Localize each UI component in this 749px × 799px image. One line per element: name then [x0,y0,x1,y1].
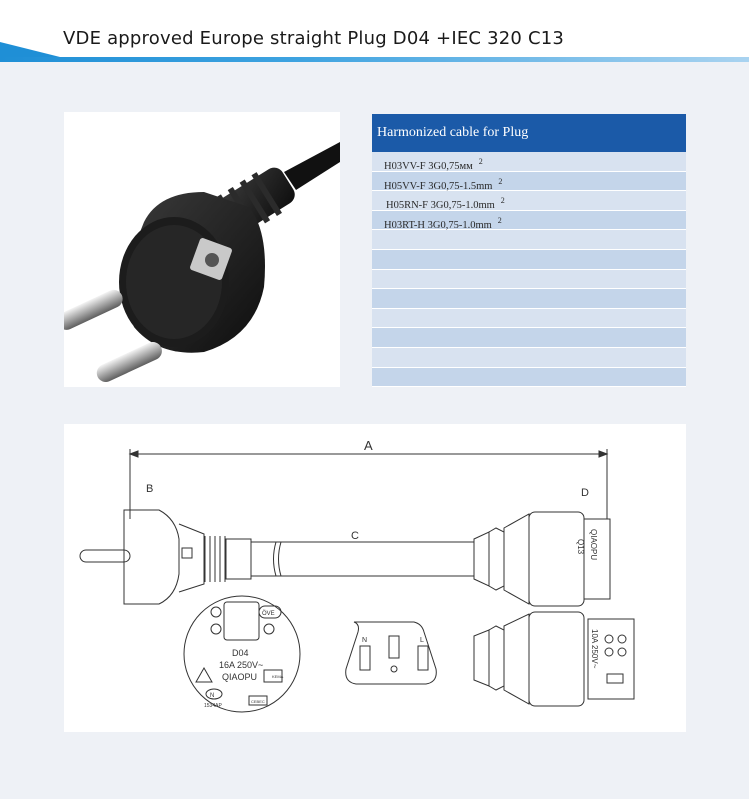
dimension-drawing: A B C D QIAOPU Q13 [79,438,635,713]
cable-spec: H05RN-F 3G0,75-1.0mm [386,200,495,212]
cable-spec-superscript: 2 [478,157,483,166]
plug-side-view [79,509,252,605]
table-row [372,367,686,388]
plug-rating: 16A 250V~ [219,660,263,670]
cable-spec: H03VV-F 3G0,75мм [384,161,473,172]
label-c: C [351,530,359,542]
page-header: VDE approved Europe straight Plug D04 +I… [0,0,749,62]
table-row [372,269,686,290]
table-row [372,289,686,309]
harmonized-cable-table: Harmonized cable for Plug H03VV-F 3G0,75… [372,114,686,388]
plug-model: D04 [232,648,249,658]
plug-brand: QIAOPU [222,672,257,682]
cable-spec-superscript: 2 [500,196,505,206]
connector-rating: 10A 250V~ [590,629,599,669]
table-row: H05VV-F 3G0,75-1.5mm 2 [372,171,686,192]
table-row [372,308,686,329]
table-row: H05RN-F 3G0,75-1.0mm 2 [372,191,686,211]
table-row [372,249,686,270]
connector-brand-side: QIAOPU [589,529,598,560]
label-d: D [581,487,589,499]
connector-side-view: QIAOPU Q13 [473,511,611,607]
technical-drawing: A B C D QIAOPU Q13 [64,424,686,732]
cable-spec: H03RT-H 3G0,75-1.0mm [384,219,492,231]
cable-spec-superscript: 2 [498,176,503,186]
table-row [372,347,686,368]
cert-cebec: CEBEC [251,699,265,704]
product-photo [57,112,340,387]
table-row: H03VV-F 3G0,75мм 2 [372,152,686,172]
pin-n: N [362,637,367,644]
header-accent [0,42,60,57]
page-title: VDE approved Europe straight Plug D04 +I… [63,28,565,49]
table-row [372,328,686,348]
connector-top-view: 10A 250V~ [473,611,635,707]
cert-ove: ÖVE [262,610,275,617]
plug-photo-illustration [57,142,340,383]
header-underline [0,57,749,62]
connector-model-side: Q13 [576,539,585,555]
cable-spec-superscript: 2 [497,215,502,225]
table-row: H03RT-H 3G0,75-1.0mm 2 [372,210,686,231]
cert-n: N [210,693,214,699]
pin-l: L [420,637,424,644]
connector-face-view: N L [345,621,437,685]
label-b: B [146,483,153,495]
cert-kema: KEMA [272,674,284,679]
cable-spec: H05VV-F 3G0,75-1.5mm [384,180,493,192]
table-row [372,230,686,250]
label-a: A [364,438,373,453]
plug-code: 1534AP [204,703,222,709]
table-heading: Harmonized cable for Plug [372,114,686,152]
plug-face-view: ÖVE D04 16A 250V~ QIAOPU KEMA N 1534AP C… [183,595,301,713]
